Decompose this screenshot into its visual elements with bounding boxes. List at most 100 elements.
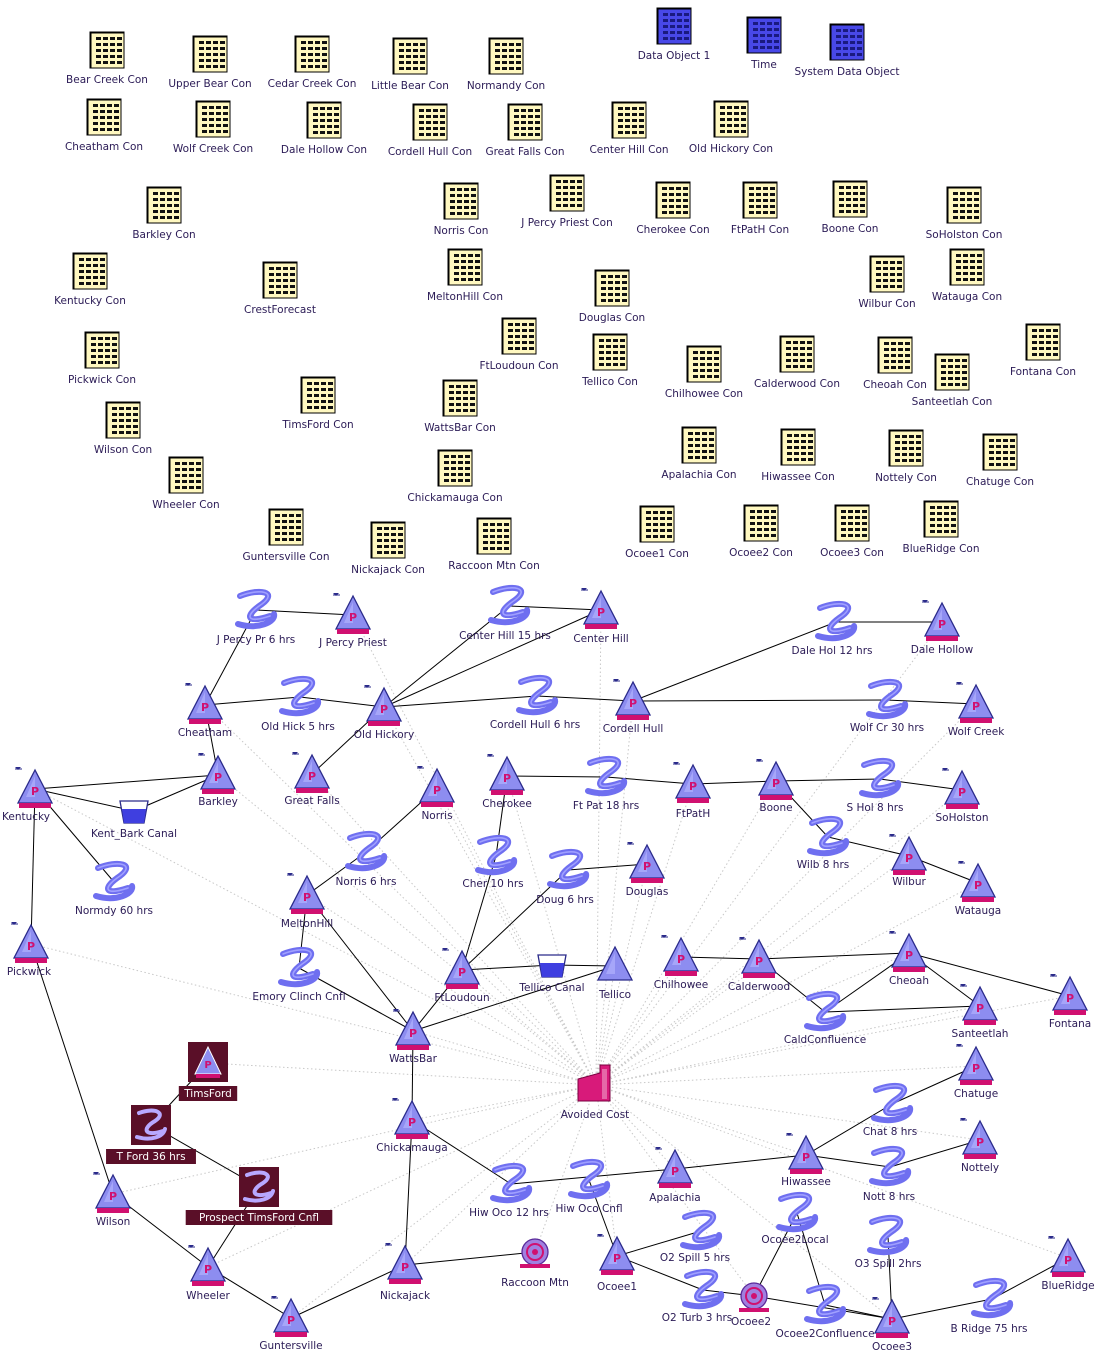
node-r-centerhill[interactable]: Center Hill 15 hrs — [459, 584, 551, 642]
node-r-chat[interactable]: Chat 8 hrs — [863, 1082, 917, 1138]
data-object-apalachia[interactable]: Apalachia Con — [661, 426, 737, 481]
node-raccoon[interactable]: Raccoon Mtn — [501, 1238, 569, 1289]
data-object-cheatham[interactable]: Cheatham Con — [65, 98, 143, 153]
data-object-watauga[interactable]: Watauga Con — [932, 248, 1002, 303]
node-r-ocoee2local[interactable]: Ocoee2Local — [761, 1191, 829, 1246]
data-object-upper-bear[interactable]: Upper Bear Con — [168, 35, 252, 90]
data-object-meltonhill[interactable]: MeltonHill Con — [427, 248, 503, 303]
data-object-ocoee1[interactable]: Ocoee1 Con — [625, 505, 689, 560]
node-tellico[interactable]: Tellico — [596, 945, 634, 1001]
node-r-nott[interactable]: Nott 8 hrs — [863, 1145, 915, 1203]
data-object-blueridge[interactable]: BlueRidge Con — [903, 500, 980, 555]
node-tford36[interactable]: T Ford 36 hrs — [106, 1105, 196, 1164]
data-object-santeetlah[interactable]: Santeetlah Con — [912, 353, 993, 408]
data-object-wheeler[interactable]: Wheeler Con — [152, 456, 220, 511]
data-object-cordell-hull[interactable]: Cordell Hull Con — [388, 103, 472, 158]
node-tellicocanal[interactable]: Tellico Canal — [518, 954, 585, 994]
node-r-hiwococnfl[interactable]: Hiw Oco Cnfl — [555, 1158, 623, 1215]
data-object-nickajack[interactable]: Nickajack Con — [351, 521, 425, 576]
node-r-ocoee2conf[interactable]: Ocoee2Confluence — [775, 1283, 875, 1340]
data-object-pickwick[interactable]: Pickwick Con — [68, 331, 136, 386]
node-r-oldhick[interactable]: Old Hick 5 hrs — [261, 675, 335, 733]
data-object-bear-creek[interactable]: Bear Creek Con — [66, 31, 148, 86]
data-object-normandy[interactable]: Normandy Con — [467, 37, 545, 92]
data-object-cherokee[interactable]: Cherokee Con — [636, 181, 710, 236]
node-r-bridge[interactable]: B Ridge 75 hrs — [950, 1277, 1028, 1335]
data-object-norris[interactable]: Norris Con — [434, 182, 489, 237]
data-object-ftloudoun[interactable]: FtLoudoun Con — [479, 317, 559, 372]
data-object-barkley[interactable]: Barkley Con — [132, 186, 196, 241]
data-object-guntersville[interactable]: Guntersville Con — [243, 508, 330, 563]
data-object-nottely[interactable]: Nottely Con — [875, 429, 937, 484]
node-ocoee2[interactable]: Ocoee2 — [731, 1282, 771, 1328]
node-r-jpercy[interactable]: J Percy Pr 6 hrs — [216, 588, 296, 646]
data-object-boone[interactable]: Boone Con — [822, 180, 879, 235]
data-object-data-obj1[interactable]: Data Object 1 — [638, 7, 711, 62]
data-object-system-do[interactable]: System Data Object — [794, 23, 900, 78]
node-jpercy[interactable]: PJ Percy Priest — [318, 593, 387, 649]
data-object-great-falls[interactable]: Great Falls Con — [485, 103, 565, 158]
node-r-o3spill[interactable]: O3 Spill 2hrs — [855, 1214, 922, 1270]
node-r-shol[interactable]: S Hol 8 hrs — [846, 757, 904, 814]
data-object-cedar-creek[interactable]: Cedar Creek Con — [268, 35, 357, 90]
data-object-raccoon[interactable]: Raccoon Mtn Con — [448, 517, 540, 572]
data-object-wolf-creek[interactable]: Wolf Creek Con — [173, 100, 253, 155]
node-prospect[interactable]: Prospect TimsFord Cnfl — [185, 1167, 333, 1225]
data-object-ocoee2[interactable]: Ocoee2 Con — [729, 504, 793, 559]
data-object-douglas[interactable]: Douglas Con — [579, 269, 645, 324]
data-object-tellico[interactable]: Tellico Con — [581, 333, 638, 388]
data-object-crestforecast[interactable]: CrestForecast — [244, 261, 316, 316]
data-object-wattsbar[interactable]: WattsBar Con — [424, 379, 496, 434]
node-r-caldconf[interactable]: CaldConfluence — [784, 990, 866, 1046]
data-object-calderwood[interactable]: Calderwood Con — [754, 335, 840, 390]
node-r-dalehol[interactable]: Dale Hol 12 hrs — [792, 600, 873, 657]
node-r-normdy[interactable]: Normdy 60 hrs — [75, 860, 153, 917]
data-object-hiwassee[interactable]: Hiwassee Con — [761, 428, 835, 483]
node-r-wolfcr[interactable]: Wolf Cr 30 hrs — [850, 678, 924, 734]
data-object-center-hill[interactable]: Center Hill Con — [589, 101, 669, 156]
data-object-old-hickory[interactable]: Old Hickory Con — [689, 100, 773, 155]
node-r-hiwoco[interactable]: Hiw Oco 12 hrs — [469, 1162, 549, 1219]
node-r-doug[interactable]: Doug 6 hrs — [536, 848, 594, 906]
data-object-ocoee3[interactable]: Ocoee3 Con — [820, 504, 884, 559]
data-object-little-bear[interactable]: Little Bear Con — [371, 37, 449, 92]
data-object-chilhowee[interactable]: Chilhowee Con — [665, 345, 743, 400]
data-object-wilson[interactable]: Wilson Con — [94, 401, 152, 456]
data-object-chickamauga[interactable]: Chickamauga Con — [407, 449, 503, 504]
node-r-ftpat[interactable]: Ft Pat 18 hrs — [573, 755, 639, 812]
data-object-time[interactable]: Time — [746, 16, 782, 71]
node-r-o2spill[interactable]: O2 Spill 5 hrs — [660, 1209, 730, 1264]
data-object-timsford[interactable]: TimsFord Con — [281, 376, 354, 431]
data-object-chatuge[interactable]: Chatuge Con — [966, 433, 1034, 488]
